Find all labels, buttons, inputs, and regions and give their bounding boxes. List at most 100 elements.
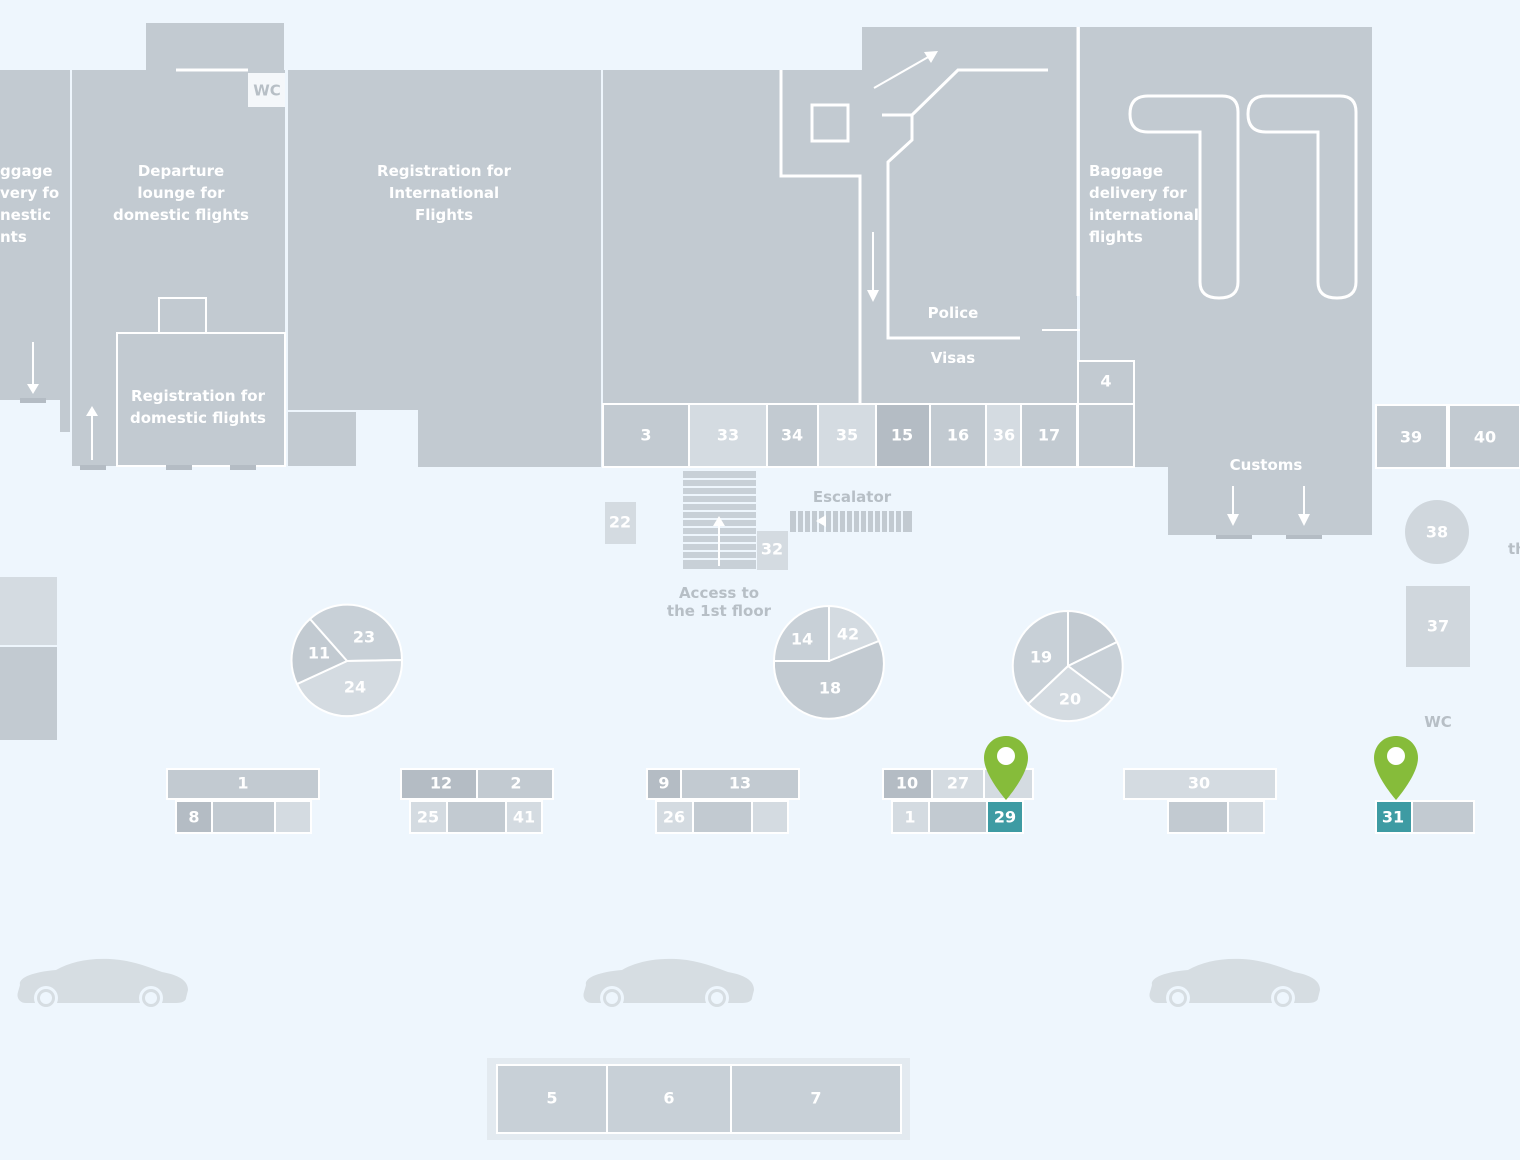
room-32[interactable]: 32 xyxy=(757,531,788,570)
counter-1[interactable]: 1 xyxy=(166,768,320,800)
baggage-international-label-3: international xyxy=(1089,206,1199,224)
parking-6[interactable]: 6 xyxy=(606,1064,732,1134)
kiosk-c[interactable]: 19 20 xyxy=(1011,609,1124,723)
registration-international-label-2: International xyxy=(389,184,499,202)
room-16[interactable]: 16 xyxy=(929,403,987,468)
room-38-label: 38 xyxy=(1426,523,1448,542)
kiosk-a-24: 24 xyxy=(344,678,366,697)
counter-27[interactable]: 27 xyxy=(931,768,985,800)
counter-31[interactable]: 31 xyxy=(1375,800,1413,834)
counter-1b-label: 1 xyxy=(904,808,915,827)
counter-blank xyxy=(692,800,753,834)
room-22[interactable]: 22 xyxy=(605,502,636,544)
room-35[interactable]: 35 xyxy=(817,403,877,468)
counter-1b[interactable]: 1 xyxy=(891,800,930,834)
baggage-international-label-1: Baggage xyxy=(1089,162,1163,180)
wall-strip xyxy=(60,70,70,432)
registration-international-label-1: Registration for xyxy=(377,162,512,180)
counter-blank xyxy=(1411,800,1475,834)
baggage-domestic-label-4: nts xyxy=(0,228,27,246)
baggage-domestic-label-3: nestic xyxy=(0,206,51,224)
room-3[interactable]: 3 xyxy=(602,403,690,468)
baggage-international-label-2: delivery for xyxy=(1089,184,1187,202)
parking-area: 5 6 7 xyxy=(487,1058,910,1140)
room-40-label: 40 xyxy=(1474,428,1496,447)
room-15-label: 15 xyxy=(891,426,913,445)
customs-label: Customs xyxy=(1230,456,1303,474)
kiosk-c-20: 20 xyxy=(1059,690,1081,709)
kiosk-b[interactable]: 14 42 18 xyxy=(772,604,885,720)
counter-31-label: 31 xyxy=(1382,808,1404,827)
counter-29[interactable]: 29 xyxy=(986,800,1024,834)
counter-30-label: 30 xyxy=(1188,774,1210,793)
parking-6-label: 6 xyxy=(663,1089,674,1108)
baggage-domestic-area[interactable]: ggage very for nestic nts xyxy=(0,70,68,403)
access-label-2: the 1st floor xyxy=(667,602,772,620)
room-37[interactable]: 37 xyxy=(1406,586,1470,667)
counter-13-label: 13 xyxy=(729,774,751,793)
counter-blank xyxy=(446,800,507,834)
counter-10[interactable]: 10 xyxy=(882,768,933,800)
counter-8[interactable]: 8 xyxy=(175,800,213,834)
wc-top[interactable]: WC xyxy=(248,73,285,107)
counter-12-label: 12 xyxy=(430,774,452,793)
room-3-label: 3 xyxy=(640,426,651,445)
registration-international-area[interactable]: Registration for International Flights xyxy=(288,70,601,467)
parking-5[interactable]: 5 xyxy=(496,1064,608,1134)
counter-2[interactable]: 2 xyxy=(476,768,554,800)
kiosk-a-11: 11 xyxy=(308,644,330,663)
counter-blank xyxy=(274,800,312,834)
counter-blank xyxy=(211,800,276,834)
counter-blank xyxy=(928,800,988,834)
room-17[interactable]: 17 xyxy=(1020,403,1078,468)
escalator[interactable]: Escalator xyxy=(790,488,912,532)
counter-group-1: 1 8 xyxy=(166,768,320,834)
police-label: Police xyxy=(928,304,979,322)
car-icon xyxy=(17,958,189,1010)
room-4-label: 4 xyxy=(1100,372,1111,391)
parking-5-label: 5 xyxy=(546,1089,557,1108)
room-4[interactable]: 4 xyxy=(1077,360,1135,405)
counter-26[interactable]: 26 xyxy=(655,800,694,834)
parking-7[interactable]: 7 xyxy=(730,1064,902,1134)
room-35-label: 35 xyxy=(836,426,858,445)
room-15[interactable]: 15 xyxy=(875,403,931,468)
room-34[interactable]: 34 xyxy=(766,403,819,468)
left-block-bottom[interactable] xyxy=(0,647,57,740)
counter-9[interactable]: 9 xyxy=(646,768,682,800)
left-block-top[interactable] xyxy=(0,577,57,645)
baggage-domestic-label-2: very for xyxy=(0,184,67,202)
kiosk-a[interactable]: 11 23 24 xyxy=(290,603,404,718)
counter-8-label: 8 xyxy=(188,808,199,827)
counter-41[interactable]: 41 xyxy=(505,800,543,834)
room-36-label: 36 xyxy=(993,426,1015,445)
kiosk-b-14: 14 xyxy=(791,630,813,649)
departure-lounge-label-2: lounge for xyxy=(137,184,225,202)
counter-12[interactable]: 12 xyxy=(400,768,478,800)
room-blank xyxy=(1077,403,1135,468)
counter-blank xyxy=(1227,800,1265,834)
departure-lounge-label-3: domestic flights xyxy=(113,206,249,224)
room-17-label: 17 xyxy=(1038,426,1060,445)
map-pin-icon[interactable] xyxy=(1374,736,1418,800)
counter-13[interactable]: 13 xyxy=(680,768,800,800)
room-36[interactable]: 36 xyxy=(985,403,1022,468)
counter-30[interactable]: 30 xyxy=(1123,768,1277,800)
wc-right-label[interactable]: WC xyxy=(1424,713,1452,731)
counter-blank xyxy=(1167,800,1229,834)
room-38[interactable]: 38 xyxy=(1405,500,1469,564)
police-visas-area[interactable]: Police Visas xyxy=(779,27,1114,403)
room-33[interactable]: 33 xyxy=(688,403,768,468)
access-label-1: Access to xyxy=(679,584,759,602)
map-pin-icon[interactable] xyxy=(984,736,1028,800)
room-40[interactable]: 40 xyxy=(1448,404,1520,469)
stairs[interactable]: Access to the 1st floor xyxy=(667,471,772,620)
room-34-label: 34 xyxy=(781,426,803,445)
counter-25[interactable]: 25 xyxy=(409,800,448,834)
registration-domestic-area[interactable]: Registration for domestic flights xyxy=(116,297,286,470)
room-22-label: 22 xyxy=(609,513,631,532)
baggage-international-label-4: flights xyxy=(1089,228,1143,246)
room-16-label: 16 xyxy=(947,426,969,445)
room-39[interactable]: 39 xyxy=(1375,404,1448,469)
